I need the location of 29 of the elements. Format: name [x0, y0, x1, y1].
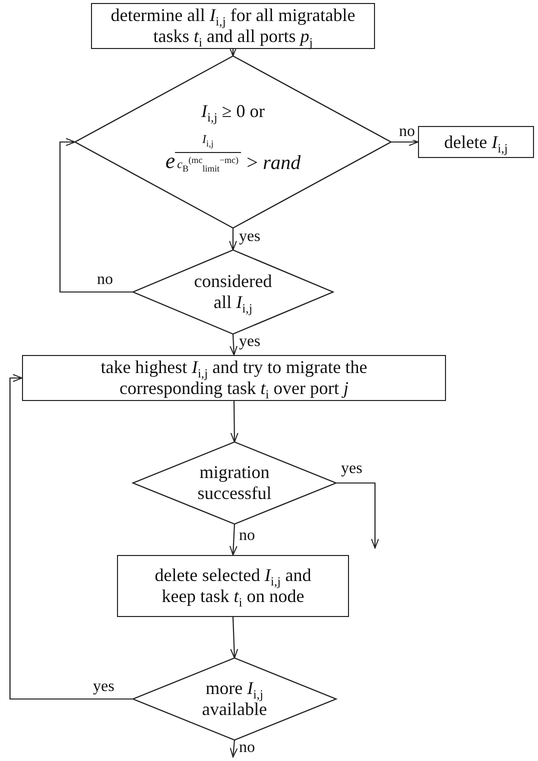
decision-text: migration successful: [196, 462, 272, 504]
arrow: [229, 228, 237, 250]
decision-diamond: [133, 442, 336, 524]
arrow: [59, 138, 133, 293]
decision-text: considered all I$_{i,j}$: [193, 271, 273, 313]
box-text: take highest I$_{i,j}$ and try to migrate the corresponding task t$_{i}$ over port j: [100, 357, 368, 399]
arrow: [229, 524, 238, 556]
arrow: [230, 740, 238, 758]
condition-text: I$_{i,j}$ ≥ 0 or: [201, 101, 265, 122]
arrow: [230, 401, 238, 442]
process-box: [117, 555, 349, 617]
formula-base: e: [165, 150, 176, 172]
box-text: determine all I$_{i,j}$ for all migratable tasks t$_{i}$ and all ports p$_{j}$: [110, 5, 356, 47]
arrow: [336, 482, 379, 548]
arrow: [230, 616, 238, 658]
process-box: [418, 126, 534, 158]
arrow: [229, 46, 237, 56]
arrow: [391, 138, 418, 146]
formula-comparison: > rand: [246, 152, 301, 175]
fraction-numerator: I$_{i,j}$: [201, 132, 214, 150]
decision-diamond: [133, 250, 333, 334]
process-box: [22, 355, 446, 401]
decision-diamond: [133, 658, 336, 740]
arrow: [230, 334, 238, 356]
decision-text: more I$_{i,j}$ available: [201, 678, 268, 720]
box-text: delete selected I$_{i,j}$ and keep task t$_{i}$ on node: [154, 565, 312, 607]
decision-diamond: [75, 56, 391, 228]
arrow: [9, 374, 133, 700]
process-box: [91, 3, 375, 49]
